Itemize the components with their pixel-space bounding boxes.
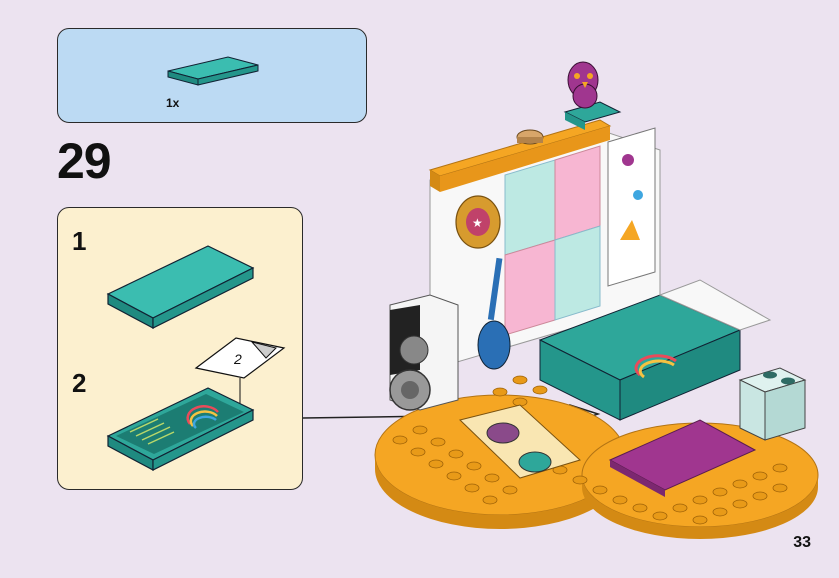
bird-figure [565,62,620,130]
gold-record: ★ [456,196,500,248]
svg-text:★: ★ [472,216,483,230]
window-panes [505,146,600,335]
round-tile-top [517,130,543,144]
teal-brick-right [740,368,805,440]
wall-poster [608,128,655,286]
speaker [390,295,458,410]
page-number: 33 [793,534,811,552]
